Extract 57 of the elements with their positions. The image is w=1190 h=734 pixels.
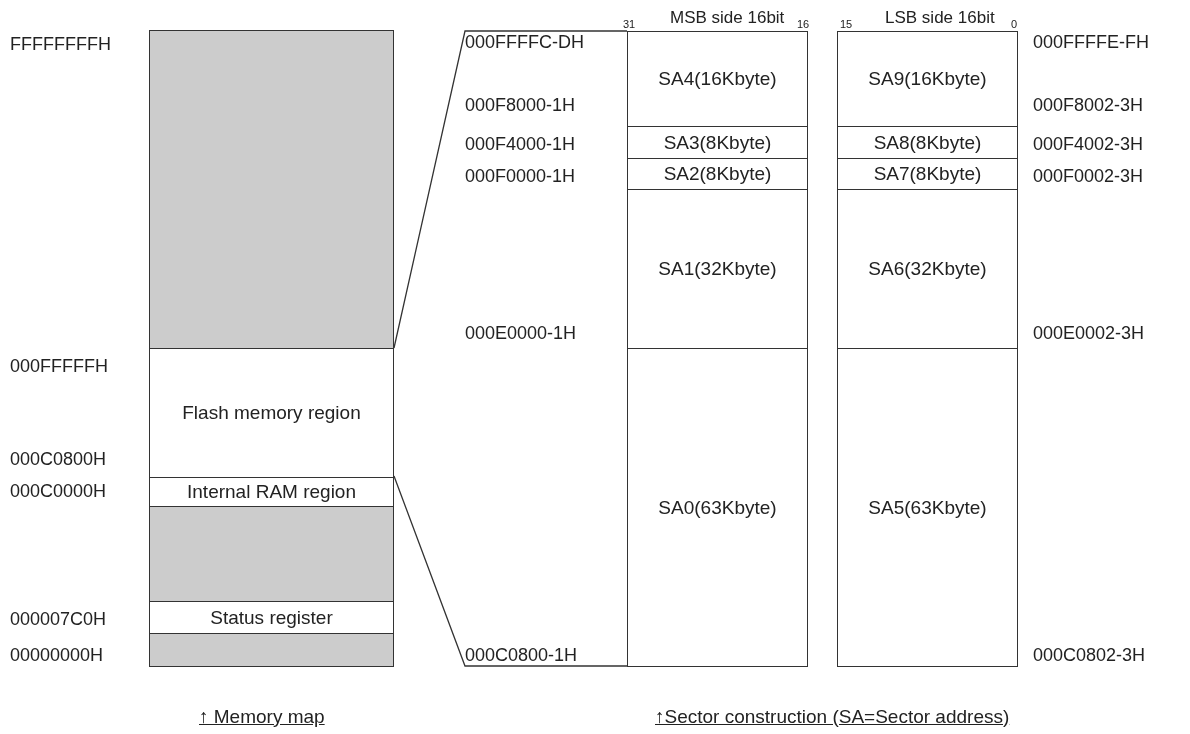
sector-label: SA4(16Kbyte) — [658, 68, 777, 90]
sector-label: SA3(8Kbyte) — [663, 131, 772, 154]
address-label: 000C0000H — [10, 481, 107, 501]
address-label: 000F8002-3H — [1033, 95, 1144, 115]
sector-label: SA2(8Kbyte) — [663, 163, 772, 185]
sector-label: SA5(63Kbyte) — [868, 496, 987, 519]
address-label: 000F4002-3H — [1033, 134, 1144, 154]
reserved-block — [149, 506, 394, 602]
sector-block — [837, 189, 1018, 349]
region-label: Flash memory region — [182, 402, 361, 424]
sector-block — [627, 126, 808, 159]
address-label: 000C0802-3H — [1033, 645, 1146, 665]
address-label: 000007C0H — [10, 609, 107, 629]
address-label: 000FFFFFH — [10, 356, 108, 376]
expansion-line — [393, 475, 628, 667]
address-label: 000F8000-1H — [465, 95, 576, 115]
sector-label: SA1(32Kbyte) — [658, 258, 777, 280]
address-label: 000E0000-1H — [465, 323, 577, 343]
address-label: 000F0000-1H — [465, 166, 576, 186]
address-label: 000C0800H — [10, 449, 107, 469]
address-label: 000C0800-1H — [465, 645, 578, 665]
sector-block — [627, 158, 808, 190]
sector-block — [627, 189, 808, 349]
sector-block — [837, 158, 1018, 190]
sector-block — [837, 31, 1018, 127]
memory-region-block — [149, 477, 394, 507]
sector-block — [627, 31, 808, 127]
column-heading: MSB side 16bit — [670, 7, 785, 27]
address-label: 000FFFFC-DH — [465, 32, 584, 52]
region-label: Status register — [210, 606, 333, 629]
region-label: Internal RAM region — [187, 481, 356, 503]
address-label: 000FFFFE-FH — [1033, 32, 1149, 52]
bit-number: 0 — [1011, 17, 1018, 31]
memory-region-block — [149, 601, 394, 634]
bit-number: 15 — [840, 17, 853, 31]
reserved-block — [149, 30, 394, 349]
sector-label: SA9(16Kbyte) — [868, 68, 987, 90]
bit-number: 16 — [797, 17, 810, 31]
sector-label: SA0(63Kbyte) — [658, 496, 777, 519]
column-heading: LSB side 16bit — [885, 7, 995, 27]
sector-label: SA7(8Kbyte) — [873, 163, 982, 185]
sector-label: SA6(32Kbyte) — [868, 258, 987, 280]
sector-block — [837, 348, 1018, 667]
sector-block — [837, 126, 1018, 159]
address-label: 00000000H — [10, 645, 104, 665]
expansion-line — [393, 30, 628, 349]
address-label: FFFFFFFFH — [10, 34, 111, 54]
figure-caption: ↑Sector construction (SA=Sector address) — [655, 705, 1010, 727]
bit-number: 31 — [623, 17, 636, 31]
sector-block — [627, 348, 808, 667]
reserved-block — [149, 633, 394, 667]
memory-region-block — [149, 348, 394, 478]
address-label: 000F4000-1H — [465, 134, 576, 154]
figure-caption: ↑ Memory map — [199, 705, 325, 727]
sector-label: SA8(8Kbyte) — [873, 131, 982, 154]
address-label: 000E0002-3H — [1033, 323, 1145, 343]
address-label: 000F0002-3H — [1033, 166, 1144, 186]
